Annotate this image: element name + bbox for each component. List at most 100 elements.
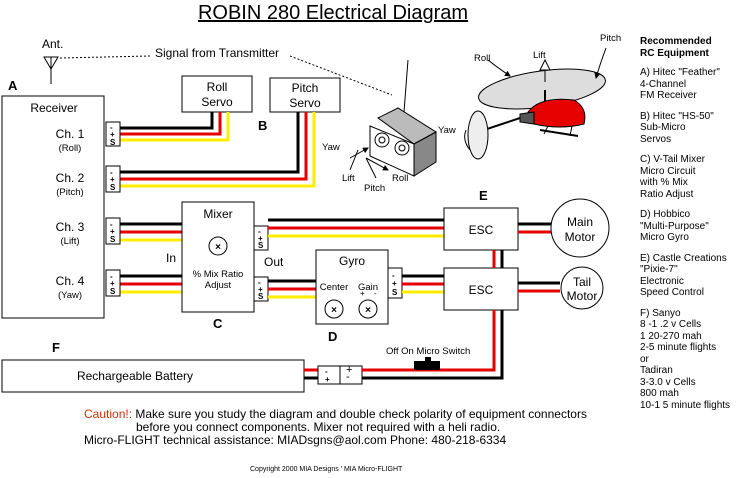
transmitter-axis-arrows [349, 147, 389, 179]
receiver-connector-ch2: - + S [105, 165, 121, 193]
wire-ch1-roll [120, 112, 230, 142]
mixer-connector-top: - + S [253, 225, 269, 251]
mixer-connector-bottom: - + S [253, 276, 269, 302]
tx-roll-label: Roll [392, 173, 408, 184]
svg-text:-: - [374, 289, 377, 298]
svg-text:-: - [258, 278, 261, 287]
gyro-letter: D [328, 329, 337, 344]
tail-esc-label: ESC [469, 283, 494, 297]
heli-roll-label: Roll [474, 53, 490, 64]
caution-note: Caution!: Make sure you study the diagra… [84, 408, 644, 447]
main-motor-line1: Main [567, 215, 593, 229]
svg-text:+: + [110, 130, 115, 139]
recommended-title: Recommended RC Equipment [640, 36, 712, 59]
battery-letter: F [52, 340, 60, 355]
svg-text:+: + [392, 279, 397, 288]
main-motor-line2: Motor [565, 230, 596, 244]
antenna-icon [43, 56, 59, 84]
mixer-knob-label-2: Adjust [205, 280, 232, 291]
tx-pitch-label: Pitch [364, 183, 385, 194]
battery-label: Rechargeable Battery [77, 369, 193, 383]
main-motor-circle [550, 198, 610, 258]
gyro-gain-knob-icon: × [358, 299, 378, 319]
antenna-label: Ant. [42, 37, 63, 51]
diagram-title: ROBIN 280 Electrical Diagram [198, 2, 468, 24]
svg-text:+: + [325, 375, 330, 384]
svg-text:S: S [258, 241, 264, 250]
wire-mixer-main-esc [268, 218, 444, 238]
wire-mixer-gyro [268, 279, 316, 299]
servo-letter: B [258, 118, 267, 133]
tail-esc-box [443, 267, 519, 311]
gyro-box [315, 249, 389, 325]
esc-letter: E [479, 188, 488, 203]
svg-text:-: - [258, 227, 261, 236]
wire-ch3-mixer [120, 222, 182, 242]
receiver-name: Receiver [30, 101, 77, 115]
wire-main-esc-motor [518, 222, 552, 234]
svg-text:-: - [110, 220, 113, 229]
wire-gyro-tail-esc [402, 274, 444, 294]
battery-box [1, 359, 305, 393]
signal-label: Signal from Transmitter [155, 46, 279, 60]
receiver-connector-ch4: - + S [105, 269, 121, 297]
svg-text:+: + [258, 285, 263, 294]
recommended-item-c: C) V-Tail Mixer Micro Circuit with % Mix… [640, 154, 706, 200]
tail-motor-line2: Motor [567, 289, 598, 303]
mixer-name: Mixer [203, 207, 232, 221]
svg-text:S: S [110, 183, 116, 192]
svg-text:-: - [392, 271, 395, 280]
receiver-ch1-label: Ch. 1 [56, 127, 85, 141]
gyro-center-knob-icon: × [324, 299, 344, 319]
copyright-text: Copyright 2000 MIA Designs ' MIA Micro-F… [250, 466, 403, 473]
main-esc-box [443, 207, 519, 251]
receiver-letter: A [8, 78, 18, 93]
svg-text:×: × [215, 242, 221, 253]
wire-battery-connector [304, 368, 318, 380]
tx-lift-label: Lift [342, 173, 355, 184]
gyro-connector: - + S [387, 267, 403, 299]
receiver-ch1-sub: (Roll) [59, 143, 82, 154]
mix-ratio-knob-icon: × [208, 236, 228, 256]
mixer-knob-label-1: % Mix Ratio [193, 269, 244, 280]
helicopter-icon [464, 47, 607, 160]
tail-motor-circle [560, 266, 604, 310]
receiver-ch4-label: Ch. 4 [56, 274, 85, 288]
svg-text:-: - [325, 367, 328, 376]
pitch-servo-box [269, 77, 341, 113]
wire-ch4-mixer [120, 274, 182, 294]
svg-text:-: - [110, 123, 113, 132]
recommended-item-d: D) Hobbico "Multi-Purpose" Micro Gyro [640, 209, 709, 243]
heli-pitch-label: Pitch [600, 33, 621, 44]
svg-text:-: - [346, 371, 350, 383]
receiver-ch3-sub: (Lift) [61, 236, 80, 247]
battery-connector: - + - + [317, 364, 363, 385]
heli-lift-label: Lift [533, 50, 546, 61]
receiver-ch3-label: Ch. 3 [56, 220, 85, 234]
svg-text:-: - [110, 168, 113, 177]
svg-text:S: S [110, 235, 116, 244]
caution-prefix: Caution!: [84, 407, 133, 421]
svg-text:×: × [365, 305, 371, 316]
svg-text:S: S [110, 287, 116, 296]
mixer-in-label: In [166, 251, 176, 265]
svg-text:S: S [258, 292, 264, 301]
receiver-box [1, 95, 105, 319]
wire-ch2-pitch [120, 112, 316, 188]
receiver-connector-ch3: - + S [105, 217, 121, 245]
svg-text:S: S [110, 138, 116, 147]
svg-text:-: - [110, 272, 113, 281]
heli-yaw-label: Yaw [438, 125, 456, 136]
recommended-item-e: E) Castle Creations "Pixie-7" Electronic… [640, 252, 727, 299]
tail-motor-line1: Tail [573, 275, 591, 289]
receiver-ch4-sub: (Yaw) [58, 290, 82, 301]
gyro-center-label: Center [320, 282, 349, 293]
micro-switch-icon [414, 357, 440, 370]
pitch-servo-line1: Pitch [292, 81, 319, 95]
recommended-item-f: F) Sanyo 8 -1 .2 v Cells 1 20-270 mah 2-… [640, 307, 731, 411]
svg-text:+: + [110, 175, 115, 184]
roll-servo-line1: Roll [207, 80, 228, 94]
svg-text:+: + [110, 279, 115, 288]
switch-label: Off On Micro Switch [386, 346, 470, 357]
